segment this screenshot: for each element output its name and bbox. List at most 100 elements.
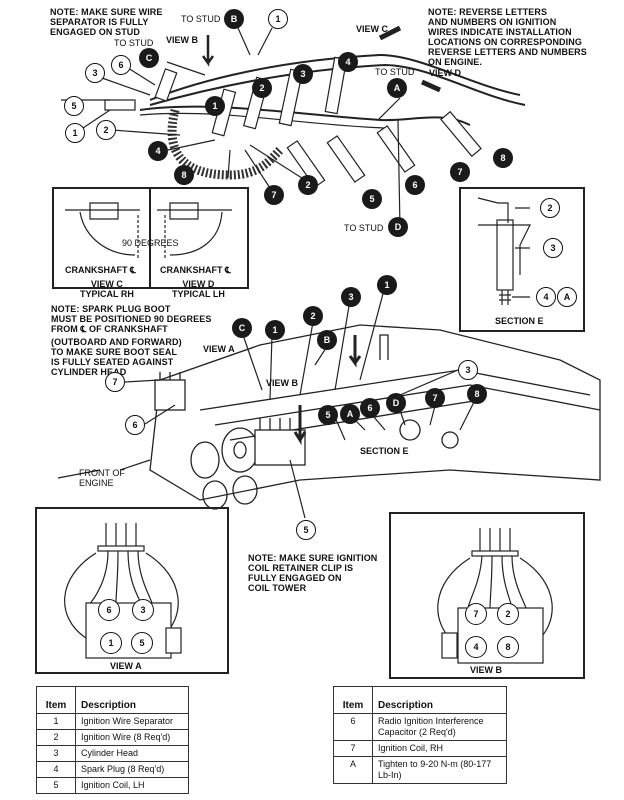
engine-callout-6: 6 xyxy=(360,398,380,418)
legend-header-item: Item xyxy=(333,686,373,714)
label-crankshaft-cl-c: CRANKSHAFT ℄ xyxy=(65,265,136,275)
label-to-stud-a: TO STUD xyxy=(375,67,415,77)
callout-d: D xyxy=(388,217,408,237)
label-90-degrees: 90 DEGREES xyxy=(122,238,179,248)
engine-callout-a: A xyxy=(340,404,360,424)
engine-callout-d: D xyxy=(386,393,406,413)
note-reverse-letters: NOTE: REVERSE LETTERS AND NUMBERS ON IGN… xyxy=(428,7,587,67)
callout-8: 8 xyxy=(174,165,194,185)
legend-right-header: Item Description xyxy=(333,686,507,714)
legend-description: Spark Plug (8 Req'd) xyxy=(75,761,189,778)
label-view-a-engine: VIEW A xyxy=(203,344,235,354)
callout-8-right: 8 xyxy=(493,148,513,168)
engine-callout-3: 3 xyxy=(341,287,361,307)
legend-item: A xyxy=(333,756,373,784)
view-a-coil-1: 1 xyxy=(100,632,122,654)
section-e-callout-a: A xyxy=(557,287,577,307)
callout-a: A xyxy=(387,78,407,98)
legend-description: Ignition Wire Separator xyxy=(75,713,189,730)
label-to-stud-c: TO STUD xyxy=(114,38,154,48)
note-wire-separator: NOTE: MAKE SURE WIRE SEPARATOR IS FULLY … xyxy=(50,7,163,37)
callout-1-dark: 1 xyxy=(205,96,225,116)
callout-3-dark: 3 xyxy=(293,64,313,84)
legend-item: 4 xyxy=(36,761,76,778)
legend-description: Cylinder Head xyxy=(75,745,189,762)
legend-description: Ignition Coil, LH xyxy=(75,777,189,794)
callout-5-lower: 5 xyxy=(362,189,382,209)
engine-callout-8: 8 xyxy=(467,384,487,404)
label-view-b-box: VIEW B xyxy=(470,665,503,675)
legend-description: Ignition Coil, RH xyxy=(372,740,507,757)
label-view-c-typical-rh: VIEW C TYPICAL RH xyxy=(80,279,134,299)
engine-callout-5: 5 xyxy=(318,405,338,425)
view-a-coil-6: 6 xyxy=(98,599,120,621)
label-section-e-engine: SECTION E xyxy=(360,446,409,456)
engine-callout-6: 6 xyxy=(125,415,145,435)
engine-callout-3-right: 3 xyxy=(458,360,478,380)
legend-item: 6 xyxy=(333,713,373,741)
callout-c: C xyxy=(139,48,159,68)
view-b-coil-7: 7 xyxy=(465,603,487,625)
callout-6-lower: 6 xyxy=(405,175,425,195)
callout-2-dark: 2 xyxy=(252,78,272,98)
label-view-b-engine: VIEW B xyxy=(266,378,299,388)
callout-4: 4 xyxy=(148,141,168,161)
label-view-d-typical-lh: VIEW D TYPICAL LH xyxy=(172,279,225,299)
callout-4-dark: 4 xyxy=(338,52,358,72)
engine-callout-b: B xyxy=(317,330,337,350)
note-outboard-forward: (OUTBOARD AND FORWARD) TO MAKE SURE BOOT… xyxy=(51,337,182,377)
legend-description: Tighten to 9-20 N-m (80-177 Lb-In) xyxy=(372,756,507,784)
callout-6: 6 xyxy=(111,55,131,75)
callout-b: B xyxy=(224,9,244,29)
engine-callout-2: 2 xyxy=(303,306,323,326)
label-view-a-box: VIEW A xyxy=(110,661,142,671)
label-view-d-top: VIEW D xyxy=(429,68,462,78)
label-view-b-top: VIEW B xyxy=(166,35,199,45)
legend-item: 1 xyxy=(36,713,76,730)
legend-item: 2 xyxy=(36,729,76,746)
section-e-callout-2: 2 xyxy=(540,198,560,218)
view-a-coil-3: 3 xyxy=(132,599,154,621)
legend-item: 5 xyxy=(36,777,76,794)
label-front-of-engine: FRONT OF ENGINE xyxy=(79,468,125,488)
engine-callout-c: C xyxy=(232,318,252,338)
engine-callout-7: 7 xyxy=(105,372,125,392)
engine-callout-1: 1 xyxy=(265,320,285,340)
note-coil-retainer-clip: NOTE: MAKE SURE IGNITION COIL RETAINER C… xyxy=(248,553,378,593)
label-to-stud-d: TO STUD xyxy=(344,223,384,233)
label-crankshaft-cl-d: CRANKSHAFT ℄ xyxy=(160,265,231,275)
callout-2: 2 xyxy=(96,120,116,140)
legend-description: Ignition Wire (8 Req'd) xyxy=(75,729,189,746)
callout-5: 5 xyxy=(64,96,84,116)
legend-header-description: Description xyxy=(372,686,507,714)
view-b-coil-4: 4 xyxy=(465,636,487,658)
section-e-callout-3: 3 xyxy=(543,238,563,258)
view-a-coil-5: 5 xyxy=(131,632,153,654)
engine-callout-5-coil: 5 xyxy=(296,520,316,540)
label-view-c-top: VIEW C xyxy=(356,24,389,34)
view-b-coil-2: 2 xyxy=(497,603,519,625)
callout-1b: 1 xyxy=(65,123,85,143)
legend-item: 3 xyxy=(36,745,76,762)
callout-2-lower: 2 xyxy=(298,175,318,195)
view-b-coil-8: 8 xyxy=(497,636,519,658)
callout-7-right: 7 xyxy=(450,162,470,182)
label-section-e-title: SECTION E xyxy=(495,316,544,326)
engine-callout-1b: 1 xyxy=(377,275,397,295)
callout-1: 1 xyxy=(268,9,288,29)
label-to-stud-b: TO STUD xyxy=(181,14,221,24)
callout-7: 7 xyxy=(264,185,284,205)
legend-header-description: Description xyxy=(75,686,189,714)
legend-header-item: Item xyxy=(36,686,76,714)
